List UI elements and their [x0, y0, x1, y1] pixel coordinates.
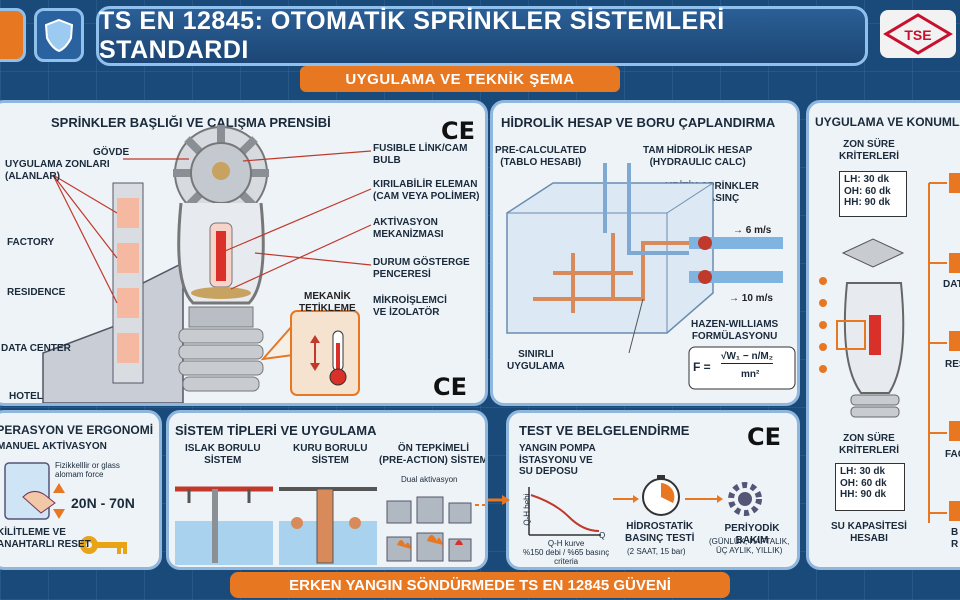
trigger-label: MEKANİK TETİKLEME [299, 291, 356, 314]
zone2-line-oh: OH: 60 dk [840, 477, 887, 489]
hydro-label: HİDROSTATİK BASINÇ TESTİ [625, 521, 695, 544]
fullcalc-label: TAM HİDROLİK HESAP (HYDRAULIC CALC) [643, 145, 753, 168]
footer-bar: ERKEN YANGIN SÖNDÜRMEDE TS EN 12845 GÜVE… [230, 572, 730, 598]
hydraulic-title: HİDROLİK HESAP VE BORU ÇAPLANDIRMA [501, 115, 776, 130]
wet-label: ISLAK BORULU SİSTEM [185, 443, 261, 466]
zone-hotel: HOTEL [9, 391, 43, 402]
app-title: UYGULAMA VE KONUMLANDIRMA [815, 115, 960, 129]
dual-label: Dual aktivasyon [401, 475, 458, 484]
right-label-b: B R [951, 527, 959, 550]
application-panel: UYGULAMA VE KONUMLANDIRMA ZON SÜRE KRİTE… [806, 100, 960, 570]
micro-label: MİKROİŞLEMCİ VE İZOLATÖR [373, 295, 447, 318]
hydraulic-panel: HİDROLİK HESAP VE BORU ÇAPLANDIRMA PRE-C… [490, 100, 800, 406]
formula-lhs: F = [693, 360, 711, 374]
velocity-1: → 6 m/s [733, 225, 772, 236]
axis-x-label: Q [599, 531, 606, 540]
limited-label: SINIRLI UYGULAMA [507, 349, 565, 372]
reset-label: KİLİTLEME VE ANAHTARLI RESET [0, 527, 91, 550]
pump-label: YANGIN POMPA İSTASYONU VE SU DEPOSU [519, 443, 596, 477]
preaction-label: ÖN TEPKİMELİ (PRE-ACTION) SİSTEM [379, 443, 488, 466]
axis-y-label: Q-H bebi [522, 493, 532, 526]
water-capacity-label: SU KAPASİTESİ HESABI [831, 521, 907, 544]
dry-label: KURU BORULU SİSTEM [293, 443, 368, 466]
hazen-label: HAZEN-WILLIAMS FORMÜLASYONU [691, 319, 779, 342]
zone-line-oh: OH: 60 dk [844, 185, 891, 197]
ce-mark-2: CE [433, 373, 468, 401]
periodic-label: PERİYODİK BAKIM [724, 523, 780, 546]
test-title: TEST VE BELGELENDİRME [519, 423, 690, 438]
activation-label: AKTİVASYON MEKANİZMASI [373, 217, 444, 240]
zone-criteria-box-2: LH: 30 dk OH: 60 dk HH: 90 dk [835, 463, 905, 511]
right-label-fac: FAC [945, 449, 960, 460]
hydro-sub: (2 SAAT, 15 bar) [627, 547, 686, 556]
zone-factory: FACTORY [7, 237, 55, 248]
right-label-res: RES [945, 359, 960, 370]
page-title: TS EN 12845: OTOMATİK SPRİNKLER SİSTEMLE… [99, 7, 725, 64]
zone-line-lh: LH: 30 dk [844, 174, 890, 185]
force-note: Fizikkelllir or glass alomam force [55, 461, 120, 480]
tse-logo-icon: TSE [880, 10, 956, 58]
types-panel: SİSTEM TİPLERİ VE UYGULAMA ISLAK BORULU … [166, 410, 488, 570]
zone2-line-lh: LH: 30 dk [840, 466, 886, 477]
ergonomic-title: OPERASYON VE ERGONOMİ [0, 423, 154, 437]
types-title: SİSTEM TİPLERİ VE UYGULAMA [175, 423, 377, 438]
zone-criteria-title-2: ZON SÜRE KRİTERLERİ [839, 433, 899, 456]
ergonomic-panel: OPERASYON VE ERGONOMİ MANUEL AKTİVASYON … [0, 410, 162, 570]
formula-numerator: √W₁ − n/M₂ [721, 351, 774, 364]
zone-criteria-box: LH: 30 dk OH: 60 dk HH: 90 dk [839, 171, 907, 217]
zone-label: UYGULAMA ZONLARI (ALANLAR) [5, 159, 110, 182]
left-badge-icon [0, 8, 26, 62]
ce-mark-3: CE [747, 423, 782, 451]
indicator-label: DURUM GÖSTERGE PENCERESİ [373, 257, 470, 280]
formula-denominator: mn² [741, 369, 760, 380]
sprinkler-panel: SPRİNKLER BAŞLIĞI VE ÇALIŞMA PRENSİBİ CE… [0, 100, 488, 406]
subtitle-bar: UYGULAMA VE TEKNİK ŞEMA [300, 66, 620, 92]
periodic-sub: (GÜNLÜK, HAFTALIK, ÜÇ AYLIK, YILLIK) [709, 537, 790, 556]
fusible-label: FUSIBLE LİNK/CAM BULB [373, 143, 468, 166]
right-label-data: DATA [943, 279, 960, 290]
curve-label: Q-H kurve %150 debi / %65 basınç criteri… [523, 539, 610, 567]
zone-line-hh: HH: 90 dk [844, 197, 891, 208]
velocity-2: → 10 m/s [729, 293, 773, 304]
zone-residence: RESIDENCE [7, 287, 66, 298]
ce-mark: CE [441, 117, 476, 145]
zone2-line-hh: HH: 90 dk [840, 489, 887, 500]
sprinkler-panel-title: SPRİNKLER BAŞLIĞI VE ÇALIŞMA PRENSİBİ [51, 115, 331, 130]
force-value: 20N - 70N [71, 495, 135, 511]
body-label: GÖVDE [93, 147, 130, 158]
shield-icon [34, 8, 84, 62]
header-banner: TS EN 12845: OTOMATİK SPRİNKLER SİSTEMLE… [96, 6, 868, 66]
zone-datacenter: DATA CENTER [1, 343, 71, 354]
zone-criteria-title: ZON SÜRE KRİTERLERİ [839, 139, 899, 162]
tse-logo-text: TSE [904, 27, 931, 43]
frangible-label: KIRILABİLİR ELEMAN (CAM VEYA POLİMER) [373, 179, 480, 202]
test-panel: TEST VE BELGELENDİRME CE YANGIN POMPA İS… [506, 410, 800, 570]
manual-label: MANUEL AKTİVASYON [0, 441, 107, 452]
precalc-label: PRE-CALCULATED (TABLO HESABI) [495, 145, 587, 168]
